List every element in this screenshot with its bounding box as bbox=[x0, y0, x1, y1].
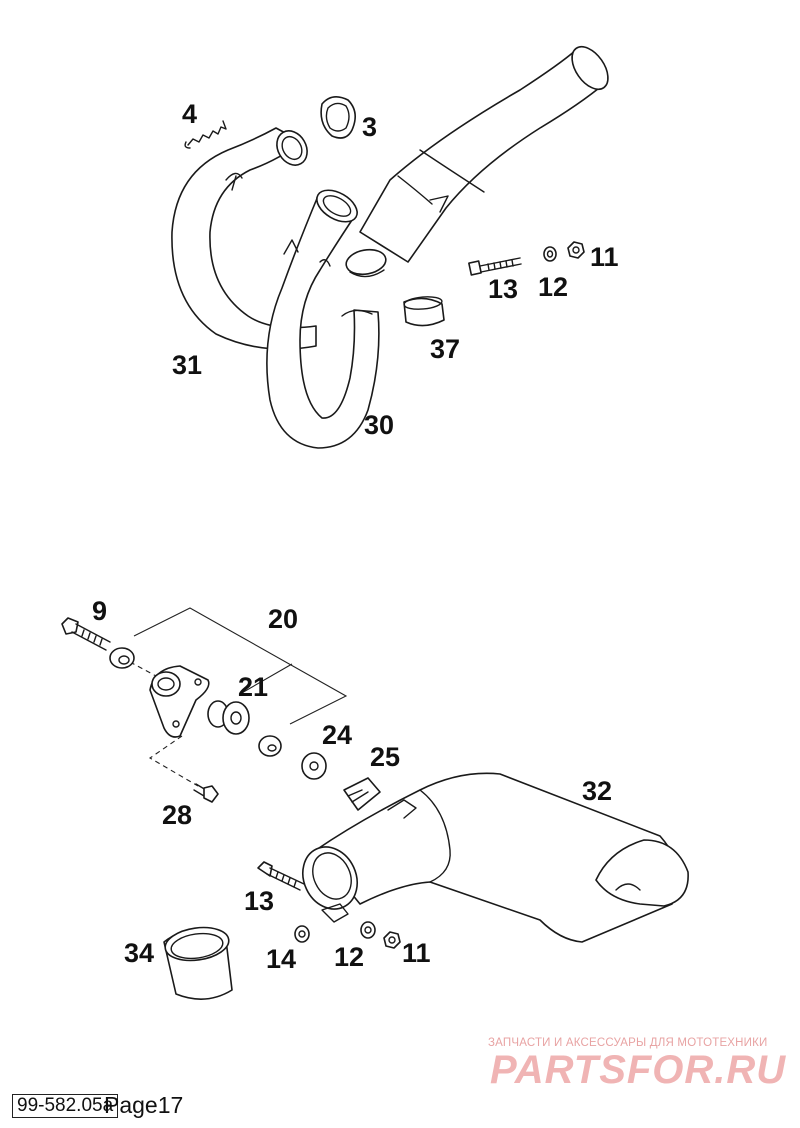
part-37-sleeve bbox=[403, 296, 445, 327]
leader-21 bbox=[239, 663, 293, 695]
callout-9: 9 bbox=[92, 596, 107, 626]
callout-13-lower: 13 bbox=[244, 886, 274, 916]
callout-28: 28 bbox=[162, 800, 192, 830]
part-32-silencer-upper bbox=[345, 45, 609, 278]
watermark-tagline: ЗАПЧАСТИ И АКСЕССУАРЫ ДЛЯ МОТОТЕХНИКИ bbox=[488, 1037, 768, 1049]
callout-30: 30 bbox=[364, 410, 394, 440]
callout-32: 32 bbox=[582, 776, 612, 806]
callout-20: 20 bbox=[268, 604, 298, 634]
part-9-bolt bbox=[61, 617, 135, 669]
callout-13-upper: 13 bbox=[488, 274, 518, 304]
assembly-outline-20 bbox=[133, 607, 348, 725]
dashed-line-bolt-9 bbox=[129, 661, 157, 677]
part-4-spring bbox=[184, 120, 227, 149]
callout-25: 25 bbox=[370, 742, 400, 772]
part-14-washer bbox=[294, 925, 310, 943]
callout-3: 3 bbox=[362, 112, 377, 142]
part-30-header-pipe bbox=[266, 189, 380, 449]
watermark-logo: PARTSFOR.RU bbox=[490, 1048, 787, 1092]
part-31-header-pipe bbox=[171, 127, 317, 350]
part-34-sleeve bbox=[163, 926, 233, 1000]
callout-34: 34 bbox=[124, 938, 154, 968]
callout-12-lower: 12 bbox=[334, 942, 364, 972]
washer-sleeve bbox=[258, 735, 282, 757]
part-25-clip-nut bbox=[343, 777, 381, 811]
callout-11-lower: 11 bbox=[402, 938, 431, 968]
part-28-screw bbox=[193, 783, 219, 803]
part-11-nut-upper bbox=[567, 241, 585, 259]
callout-12-upper: 12 bbox=[538, 272, 568, 302]
part-12-washer-lower bbox=[360, 921, 376, 939]
callout-31: 31 bbox=[172, 350, 202, 380]
drawing-code: 99-582.05a bbox=[12, 1094, 119, 1118]
callout-4: 4 bbox=[182, 99, 197, 129]
callout-24: 24 bbox=[322, 720, 352, 750]
part-12-washer-upper bbox=[543, 246, 557, 262]
callout-11-upper: 11 bbox=[590, 242, 619, 272]
part-3-gasket bbox=[320, 96, 356, 139]
part-13-bolt-upper bbox=[468, 257, 522, 276]
part-21-grommet bbox=[207, 700, 250, 735]
callout-14: 14 bbox=[266, 944, 296, 974]
part-13-bolt-lower bbox=[257, 861, 305, 891]
dashed-line-28 bbox=[148, 735, 199, 787]
part-24-washer bbox=[301, 752, 327, 780]
callout-37: 37 bbox=[430, 334, 460, 364]
part-11-nut-lower bbox=[383, 931, 401, 949]
callout-21: 21 bbox=[238, 672, 268, 702]
page-number: Page17 bbox=[104, 1092, 184, 1118]
part-20-bracket bbox=[149, 665, 210, 738]
part-32-silencer-lower bbox=[302, 772, 689, 943]
